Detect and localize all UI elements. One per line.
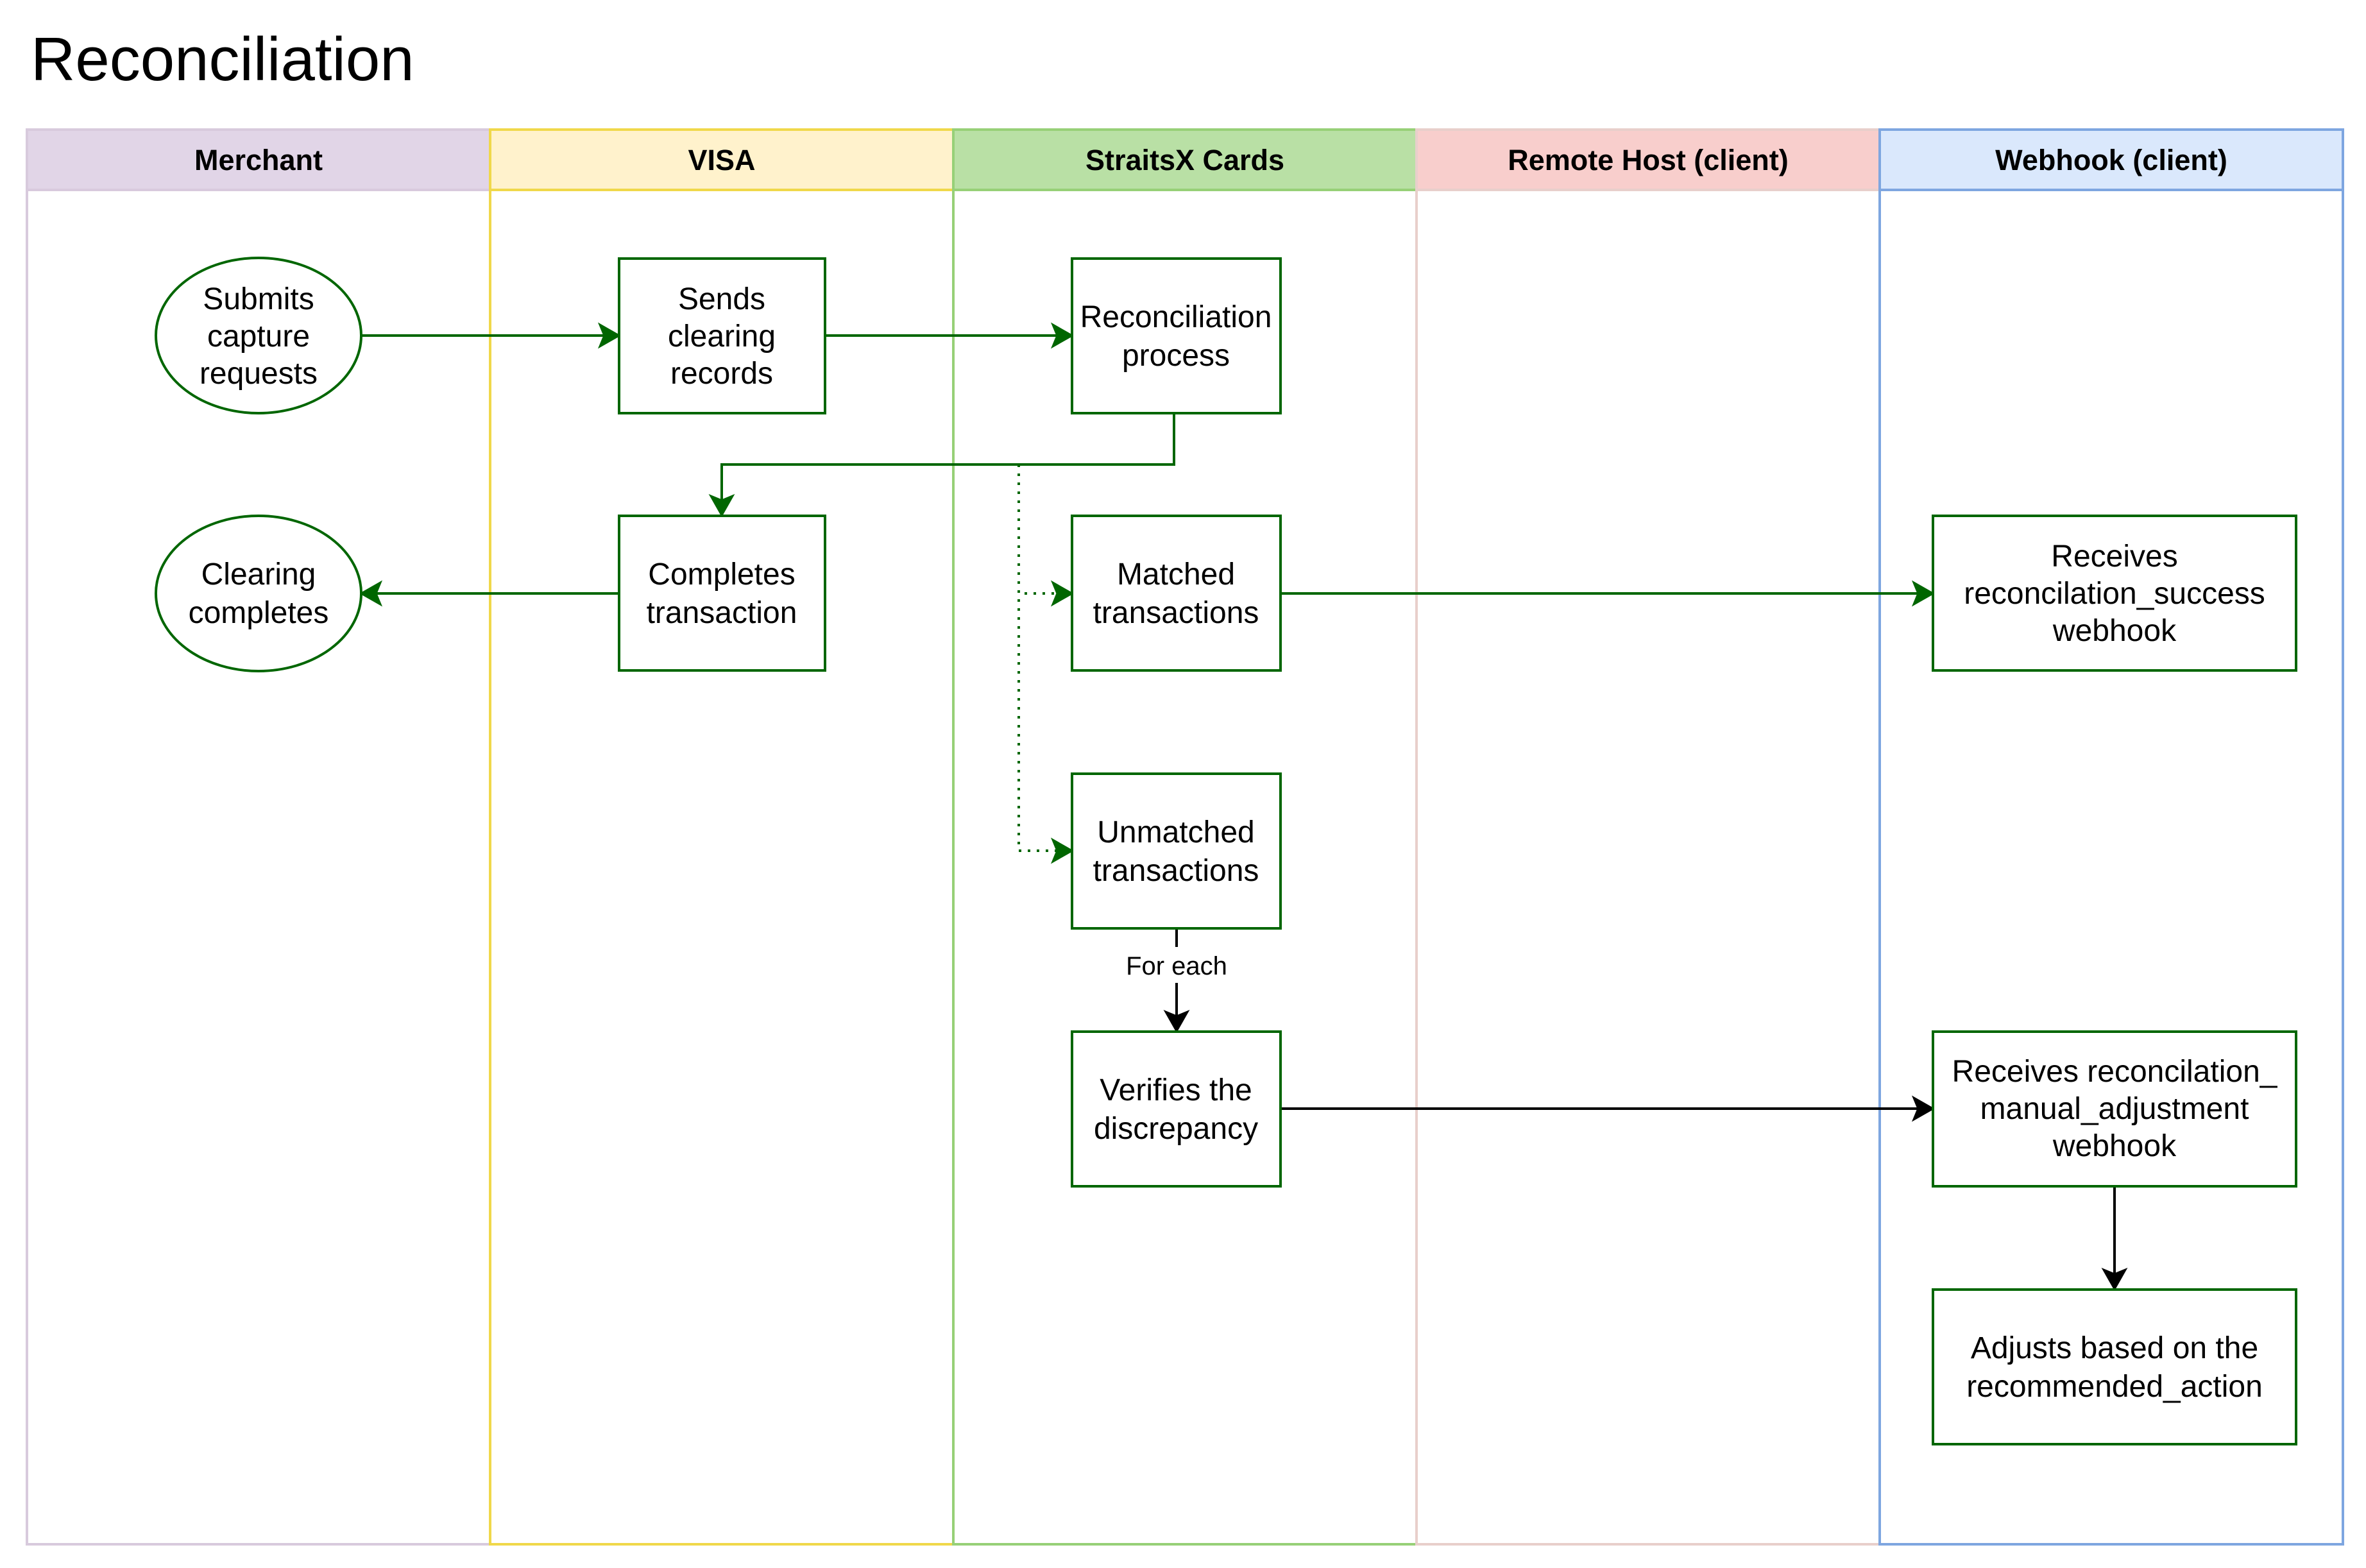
node-shape	[618, 515, 826, 672]
node-line: Sends	[678, 282, 765, 316]
node-line: discrepancy	[1094, 1112, 1258, 1146]
node-shape	[155, 515, 362, 672]
node-line: reconcilation_success	[1964, 577, 2265, 611]
node-shape	[1071, 772, 1282, 930]
node-receives-success-webhook: Receives reconcilation_success webhook	[1932, 515, 2297, 672]
lane-straitsx-header	[952, 128, 1418, 191]
node-line: recommended_action	[1966, 1370, 2263, 1404]
node-line: Completes	[648, 558, 795, 592]
node-shape	[618, 257, 826, 414]
node-line: clearing	[668, 320, 776, 354]
lane-remote-host-body	[1415, 128, 1881, 1546]
node-line: transaction	[647, 596, 797, 630]
arrowhead	[1163, 1009, 1190, 1034]
arrowhead	[1050, 580, 1075, 607]
arrowhead	[2101, 1267, 2128, 1291]
node-line: manual_adjustment	[1980, 1092, 2249, 1126]
node-line: transactions	[1093, 596, 1259, 630]
node-line: Receives	[2051, 540, 2177, 574]
lane-remote-host-header	[1415, 128, 1881, 191]
arrowhead	[1911, 1095, 1936, 1122]
lane-webhook-header	[1878, 128, 2344, 191]
lane-merchant-header	[26, 128, 491, 191]
node-shape	[1071, 257, 1282, 414]
node-line: completes	[189, 596, 329, 630]
arrowhead	[597, 322, 622, 349]
node-shape	[1932, 1030, 2297, 1188]
lane-visa-header	[489, 128, 955, 191]
lane-remote-host-label: Remote Host (client)	[1508, 144, 1789, 176]
arrowhead	[1050, 837, 1075, 864]
arrowhead	[1050, 322, 1075, 349]
node-line: Adjusts based on the	[1971, 1331, 2258, 1365]
lane-webhook-label: Webhook (client)	[1995, 144, 2227, 176]
node-line: webhook	[2052, 1129, 2177, 1163]
edge-label-for-each: For each	[1126, 952, 1227, 980]
node-shape	[1071, 1030, 1282, 1188]
edge-label-bg	[1112, 947, 1241, 983]
node-shape	[155, 257, 362, 414]
node-line: Reconciliation	[1080, 300, 1272, 334]
node-clearing-completes: Clearing completes	[155, 515, 362, 672]
node-matched-transactions: Matched transactions	[1071, 515, 1282, 672]
node-line: requests	[200, 357, 318, 391]
node-line: webhook	[2052, 614, 2177, 648]
node-line: Submits	[203, 282, 314, 316]
node-submits-capture-requests: Submits capture requests	[155, 257, 362, 414]
node-line: capture	[207, 320, 310, 354]
lane-visa-label: VISA	[688, 144, 755, 176]
node-reconciliation-process: Reconciliation process	[1071, 257, 1282, 414]
arrowhead	[708, 493, 735, 518]
node-completes-transaction: Completes transaction	[618, 515, 826, 672]
node-sends-clearing-records: Sends clearing records	[618, 257, 826, 414]
arrowhead	[359, 580, 383, 607]
arrowhead	[1911, 580, 1936, 607]
node-adjusts-recommended-action: Adjusts based on the recommended_action	[1932, 1288, 2297, 1445]
edge-recon-to-unmatched	[1017, 464, 1068, 852]
diagram-title: Reconciliation	[31, 25, 414, 94]
node-line: records	[670, 357, 773, 391]
node-line: transactions	[1093, 854, 1259, 888]
node-unmatched-transactions: Unmatched transactions	[1071, 772, 1282, 930]
node-receives-manual-adjustment-webhook: Receives reconcilation_ manual_adjustmen…	[1932, 1030, 2297, 1188]
node-line: Matched	[1117, 558, 1235, 592]
node-line: Verifies the	[1100, 1073, 1252, 1107]
lane-merchant-label: Merchant	[194, 144, 323, 176]
node-line: Unmatched	[1097, 815, 1254, 849]
lane-straitsx-label: StraitsX Cards	[1085, 144, 1284, 176]
edge-recon-to-completes	[720, 413, 1175, 511]
node-shape	[1932, 1288, 2297, 1445]
edges: For each	[359, 322, 2128, 1291]
node-verifies-discrepancy: Verifies the discrepancy	[1071, 1030, 1282, 1188]
nodes: Submits capture requests Sends clearing …	[155, 257, 2297, 1445]
node-shape	[1071, 515, 1282, 672]
node-shape	[1932, 515, 2297, 672]
node-line: Clearing	[201, 558, 316, 592]
node-line: Receives reconcilation_	[1952, 1055, 2278, 1089]
node-line: process	[1122, 339, 1230, 373]
lane-remote-host: Remote Host (client)	[1415, 128, 1881, 1546]
